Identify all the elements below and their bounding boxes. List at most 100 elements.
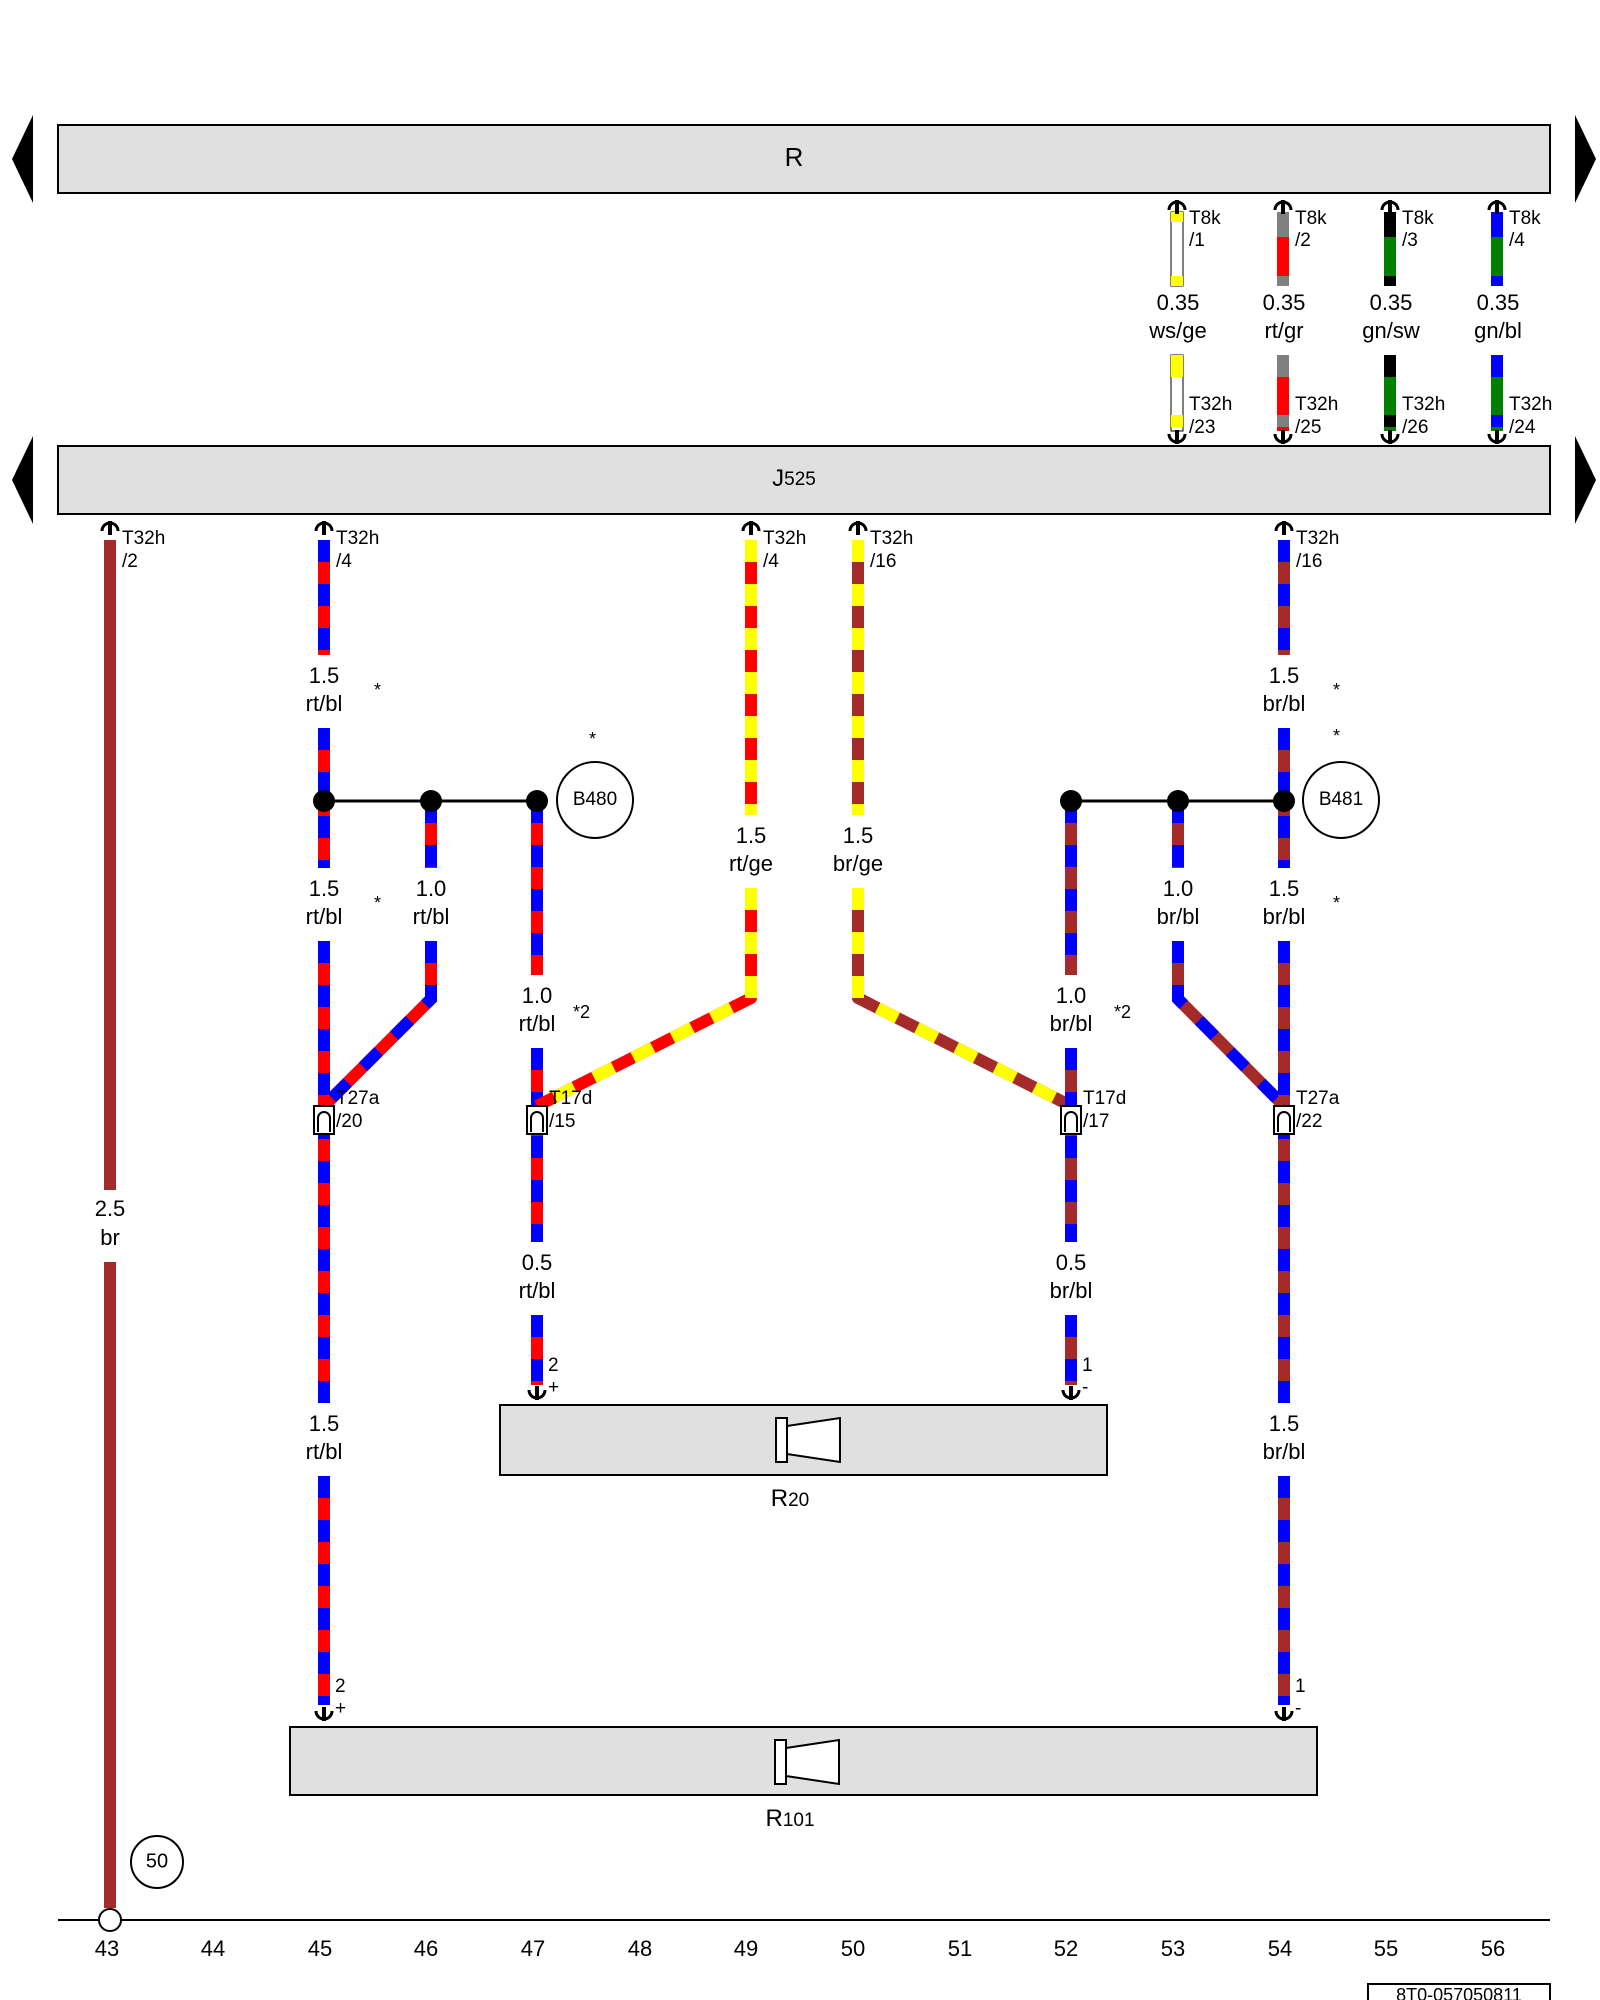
footnote-star: *	[1333, 726, 1340, 746]
wire-color: rt/bl	[519, 1278, 556, 1303]
connector-pin: /3	[1402, 230, 1418, 251]
wire-size: 1.0	[522, 983, 553, 1008]
wire-stripe	[852, 888, 1074, 1112]
speaker-r101-label: R	[765, 1805, 782, 1832]
j525-pins	[100, 519, 1294, 537]
connector-pin: /1	[1189, 230, 1205, 251]
grid-numbers: 43 44 45 46 47 48 49 50 51 52 53 54 55 5…	[95, 1936, 1505, 1961]
connector-label: T32h	[1509, 394, 1552, 415]
doc-number-box: 8T0-057050811	[1367, 1983, 1551, 2000]
speaker-icon	[775, 1416, 841, 1464]
connector-pin: /20	[336, 1111, 362, 1132]
wires	[104, 540, 1290, 1908]
svg-text:47: 47	[521, 1936, 545, 1961]
footnote-star: *	[374, 893, 381, 913]
speaker-r20: R20	[499, 1404, 1108, 1512]
connector-label: T17d	[1083, 1088, 1126, 1109]
pin-polarity: -	[1295, 1698, 1301, 1719]
speaker-pin-labels: 2 + 1 - 2 + 1 -	[335, 1355, 1306, 1719]
wire-size: 1.0	[1056, 983, 1087, 1008]
doc-number: 8T0-057050811	[1396, 1985, 1522, 2000]
connector-pin: /2	[122, 551, 138, 572]
pin-polarity: +	[548, 1377, 559, 1398]
connector-pin: /4	[763, 551, 779, 572]
svg-text:53: 53	[1161, 1936, 1185, 1961]
wire-color: ws/ge	[1148, 318, 1206, 343]
connector-pin: /2	[1295, 230, 1311, 251]
pin-number: 1	[1082, 1355, 1093, 1376]
connector-label: T32h	[336, 528, 379, 549]
wire-size: 1.5	[309, 663, 340, 688]
wire-color: rt/gr	[1264, 318, 1303, 343]
wire-size: 2.5	[95, 1196, 126, 1221]
footnote-marks: * * * *2 * * * *2	[374, 680, 1340, 1022]
wire-size: 0.35	[1157, 290, 1200, 315]
svg-text:46: 46	[414, 1936, 438, 1961]
wire-color: rt/bl	[306, 1439, 343, 1464]
connector-pin: /15	[549, 1111, 575, 1132]
module-j525-sub: 525	[784, 469, 816, 490]
svg-text:44: 44	[201, 1936, 225, 1961]
wire-size: 0.5	[1056, 1250, 1087, 1275]
svg-text:R20: R20	[771, 1485, 809, 1512]
connector-pin: /23	[1189, 417, 1215, 438]
connector-pin: /26	[1402, 417, 1428, 438]
speaker-r101-sub: 101	[783, 1810, 815, 1831]
wire-color: br/ge	[833, 851, 883, 876]
svg-text:45: 45	[308, 1936, 332, 1961]
wire-color: br/bl	[1263, 691, 1306, 716]
svg-text:50: 50	[146, 1850, 168, 1872]
top-wires	[1167, 198, 1507, 446]
pin-polarity: +	[335, 1698, 346, 1719]
wire	[319, 941, 437, 1111]
svg-text:R101: R101	[765, 1805, 814, 1832]
wire-stripe	[534, 888, 757, 1112]
speaker-icon	[774, 1738, 840, 1786]
wire-size: 0.35	[1370, 290, 1413, 315]
pin-number: 1	[1295, 1676, 1306, 1697]
r20-pins	[527, 1384, 1081, 1402]
svg-text:J525: J525	[772, 465, 816, 492]
svg-text:56: 56	[1481, 1936, 1505, 1961]
continue-right-arrow	[1575, 436, 1596, 524]
wire-size: 1.5	[843, 823, 874, 848]
wire-labels: T32h /2 T32h /4 T32h /4 T32h /16 T32h /1…	[95, 528, 1340, 1464]
r101-pins	[314, 1705, 1294, 1723]
ground-ref-50: 50	[130, 1835, 184, 1889]
connector-label: T17d	[549, 1088, 592, 1109]
pin-polarity: -	[1082, 1377, 1088, 1398]
continue-left-arrow	[12, 115, 33, 203]
svg-text:52: 52	[1054, 1936, 1078, 1961]
connector-pin: /22	[1296, 1111, 1322, 1132]
svg-text:B480: B480	[573, 789, 617, 810]
wire-size: 1.5	[736, 823, 767, 848]
connector-pin: /16	[870, 551, 896, 572]
connector-label: T32h	[1189, 394, 1232, 415]
wire-size: 0.35	[1263, 290, 1306, 315]
wire-stripe	[1172, 941, 1289, 1111]
connector-label: T27a	[336, 1088, 380, 1109]
svg-text:49: 49	[734, 1936, 758, 1961]
footnote-star: *	[374, 680, 381, 700]
connector-pin: /4	[1509, 230, 1525, 251]
footnote-star: *	[1333, 893, 1340, 913]
wire-size: 1.5	[309, 876, 340, 901]
wire-color: br/bl	[1263, 904, 1306, 929]
inline-connectors	[313, 1105, 1295, 1135]
splice-b481: B481	[1302, 761, 1380, 839]
connector-label: T32h	[1296, 528, 1339, 549]
connector-pin: /25	[1295, 417, 1321, 438]
svg-text:51: 51	[948, 1936, 972, 1961]
footnote-star2: *2	[573, 1002, 590, 1022]
ground-terminal	[98, 1908, 122, 1932]
module-r: R	[57, 124, 1551, 194]
connector-label: T32h	[1295, 394, 1338, 415]
speaker-r101: R101	[289, 1726, 1318, 1832]
wire	[534, 888, 757, 1112]
svg-text:55: 55	[1374, 1936, 1398, 1961]
svg-text:43: 43	[95, 1936, 119, 1961]
wire-color: rt/bl	[519, 1011, 556, 1036]
pin-number: 2	[335, 1676, 346, 1697]
wire-color: br	[100, 1225, 120, 1250]
